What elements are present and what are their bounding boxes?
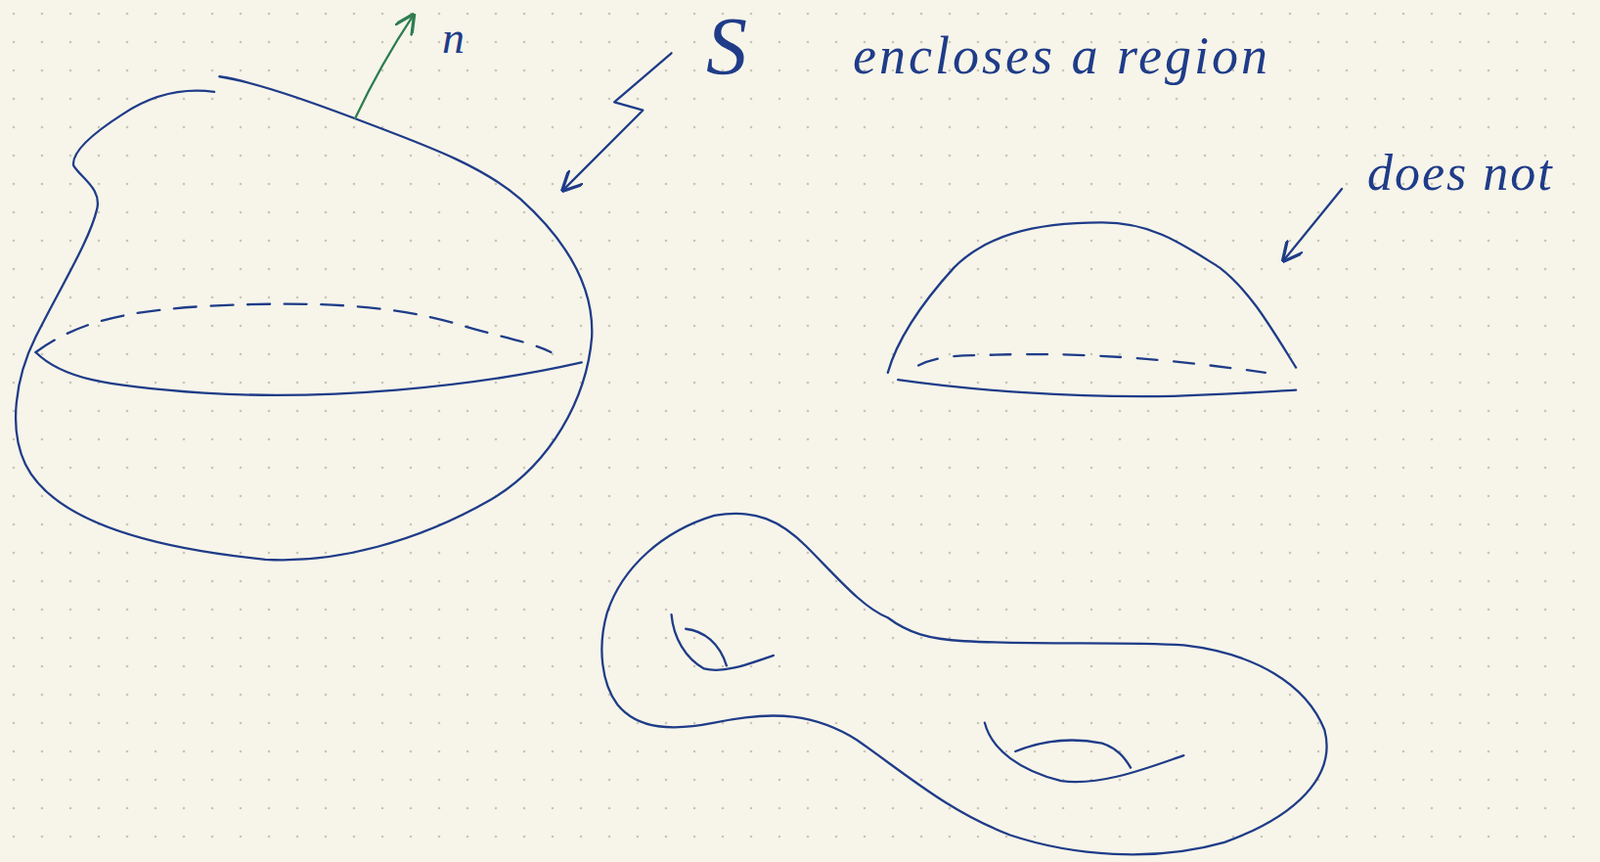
normal-vector	[355, 15, 413, 119]
rim-front	[897, 379, 1296, 397]
surface-symbol: S	[706, 1, 748, 92]
rim-back	[918, 354, 1266, 373]
leader-arrow	[1284, 188, 1342, 261]
hole-curve	[671, 614, 774, 670]
genus-two-surface	[601, 513, 1327, 854]
vector-label: n⃗	[442, 13, 500, 64]
closed-surface	[15, 76, 592, 560]
equator-front	[36, 352, 582, 396]
hole-curve	[685, 628, 727, 667]
hole-curve	[984, 722, 1184, 782]
leader-arrow	[563, 52, 672, 190]
equator-back	[36, 304, 552, 353]
hole-curve	[1015, 740, 1131, 768]
annotation-note: does not	[1367, 144, 1555, 201]
annotation-note: encloses a region	[852, 27, 1271, 86]
open-surface	[888, 222, 1296, 372]
